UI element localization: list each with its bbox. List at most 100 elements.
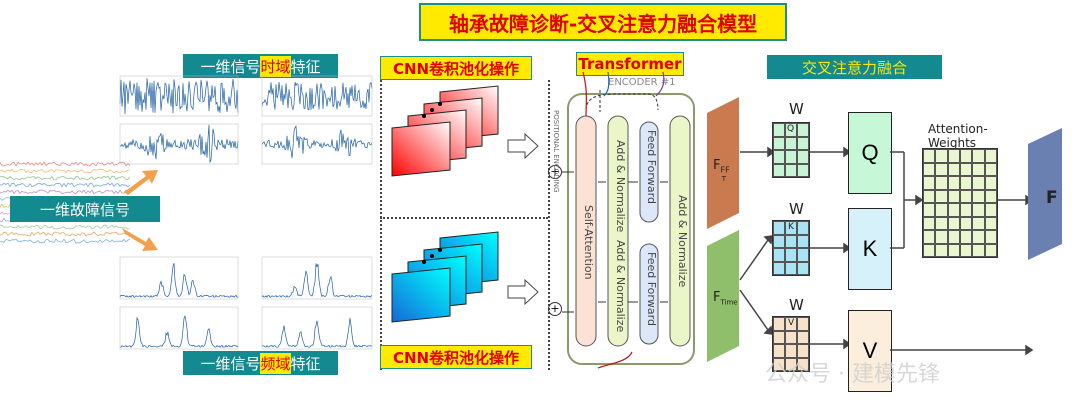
grid-cell [984,216,997,230]
grid-cell [972,149,985,163]
positional-encoding-label: POSITIONAL ENCODING [552,110,560,193]
arrow-to-freq [122,228,158,251]
grid-cell [797,234,809,248]
watermark: 公众号 · 建模先锋 [765,362,940,387]
fft-main: F [713,158,721,173]
grid-cell [773,344,785,358]
grid-cell [785,163,797,177]
wq-w-label: W [789,100,804,118]
feature-to-weight-arrows [739,146,774,335]
grid-cell [797,123,809,137]
freq-feature-highlight: 频域 [260,352,291,374]
grid-cell [923,189,936,203]
freq-domain-plots [119,256,373,350]
grid-cell [947,216,960,230]
grid-cell [935,162,948,176]
grid-cell [972,189,985,203]
diagram-title: 轴承故障诊断-交叉注意力融合模型 [419,3,787,41]
time-feature-bar-label: FTime [713,290,738,307]
grid-cell [785,330,797,344]
divider-left [380,80,382,370]
grid-cell [923,176,936,190]
grid-cell [785,136,797,150]
grid-cell [773,261,785,275]
grid-cell [785,123,797,137]
wk-w-label: W [789,200,804,218]
grid-cell [947,149,960,163]
time-domain-plots [119,75,373,165]
freq-feature-pre: 一维信号 [200,354,261,373]
grid-cell [773,248,785,262]
fft-sub2: T [721,174,726,183]
grid-cell [785,248,797,262]
freq-feature-post: 特征 [290,354,321,373]
grid-cell [785,344,797,358]
grid-cell [959,149,973,163]
grid-cell [959,216,973,230]
grid-cell [947,176,960,190]
grid-cell [972,230,985,244]
grid-cell [923,243,936,257]
add-normalize-1-top-label: Add & Normalize [614,140,627,233]
grid-cell [947,230,960,244]
time-feature-highlight: 时域 [260,55,291,77]
grid-cell [959,203,973,217]
grid-cell [797,317,809,331]
grid-cell [785,234,797,248]
weight-matrix-q [772,122,810,178]
grid-cell [935,216,948,230]
attention-weights-grid [922,148,998,258]
arrow-to-time [124,170,158,195]
grid-cell [773,123,785,137]
grid-cell [785,261,797,275]
grid-cell [935,149,948,163]
transformer-encoder [562,72,695,369]
cross-attention-label: 交叉注意力融合 [767,55,942,79]
positional-encoding-add-bottom: + [548,302,562,316]
grid-cell [923,230,936,244]
time-feature-label: 一维信号时域特征 [183,54,338,78]
divider-middle [380,217,548,219]
grid-cell [797,357,809,371]
freq-feature-label: 一维信号频域特征 [183,351,338,375]
grid-cell [935,189,948,203]
add-normalize-2-label: Add & Normalize [676,195,689,288]
weight-matrix-k [772,220,810,276]
grid-cell [773,317,785,331]
cnn-feature-maps-blue [391,231,539,323]
attention-weights-label: Attention-Weights [928,122,988,150]
time-main: F [713,290,721,305]
qkv-to-attention-arrows [890,151,1034,356]
grid-cell [773,234,785,248]
grid-cell [797,261,809,275]
grid-cell [959,162,973,176]
grid-cell [773,330,785,344]
grid-cell [947,243,960,257]
weight-to-qkv-arrows [808,146,850,350]
output-label: F [1046,188,1058,208]
grid-cell [797,136,809,150]
weight-matrix-v [772,316,810,372]
grid-cell [984,176,997,190]
output-feature-bar [1028,128,1062,260]
grid-cell [984,243,997,257]
fft-feature-bar [707,97,739,229]
grid-cell [785,221,797,235]
grid-cell [984,230,997,244]
fft-feature-label: FFFT [713,158,734,183]
grid-cell [773,150,785,164]
grid-cell [797,330,809,344]
grid-cell [947,189,960,203]
weight-q-sub: Q [787,124,795,134]
grid-cell [959,176,973,190]
grid-cell [785,150,797,164]
grid-cell [947,162,960,176]
key-box: K [848,208,892,290]
grid-cell [935,230,948,244]
value-box: V [848,310,892,392]
grid-cell [984,203,997,217]
grid-cell [972,243,985,257]
grid-cell [797,344,809,358]
grid-cell [935,176,948,190]
time-sub: Time [720,298,738,307]
